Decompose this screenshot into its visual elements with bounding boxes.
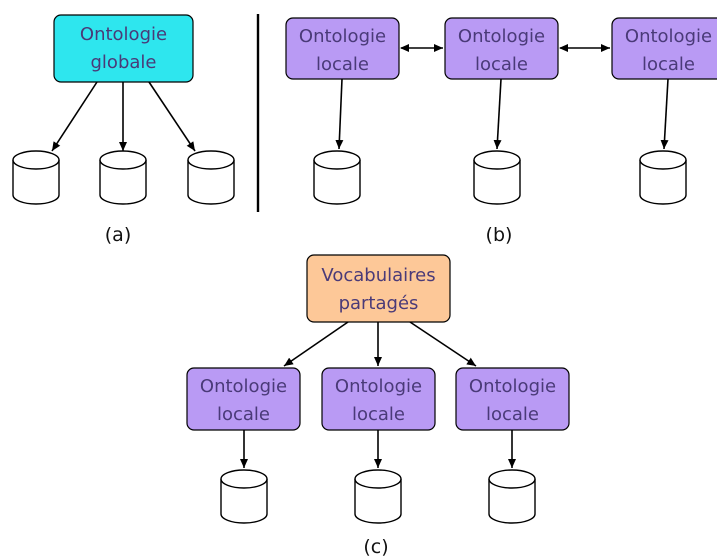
database-icon	[488, 469, 536, 524]
arrow-shared-to-local-1	[283, 321, 349, 367]
database-icon	[473, 150, 521, 205]
database-icon	[12, 150, 60, 205]
global-ontology-line2: globale	[91, 52, 157, 73]
local-ontology-line1: Ontologie	[200, 376, 287, 397]
database-icon	[354, 469, 402, 524]
local-ontology-box	[611, 17, 717, 80]
arrow-global-to-db-3	[148, 81, 196, 152]
local-ontology-line2: locale	[217, 404, 270, 425]
caption-b: (b)	[486, 224, 513, 246]
database-icon	[99, 150, 147, 205]
caption-a: (a)	[105, 224, 131, 246]
panel-c: Vocabulaires partagés Ontologie locale O…	[186, 254, 570, 558]
local-ontology-line1: Ontologie	[335, 376, 422, 397]
arrow-shared-to-local-3	[409, 321, 477, 367]
local-ontology-line2: locale	[642, 54, 695, 75]
shared-vocabularies-line1: Vocabulaires	[321, 265, 435, 286]
local-ontology-line1: Ontologie	[458, 26, 545, 47]
arrow-global-to-db-1	[51, 81, 98, 152]
arrow-local-to-db-2	[493, 78, 502, 150]
caption-c: (c)	[363, 536, 388, 558]
local-ontology-box	[285, 17, 400, 80]
database-icon	[187, 150, 235, 205]
local-ontology-line1: Ontologie	[299, 26, 386, 47]
database-icon	[639, 150, 687, 205]
arrow-local-to-db-1	[335, 78, 344, 150]
local-ontology-line2: locale	[475, 54, 528, 75]
global-ontology-line1: Ontologie	[80, 24, 167, 45]
local-ontology-box	[444, 17, 559, 80]
local-ontology-line1: Ontologie	[469, 376, 556, 397]
local-ontology-line1: Ontologie	[625, 26, 712, 47]
database-icon	[313, 150, 361, 205]
panel-a: Ontologie globale (a)	[12, 14, 235, 246]
arrow-local-to-db-3	[660, 78, 669, 150]
shared-vocabularies-line2: partagés	[339, 293, 419, 314]
database-icon	[220, 469, 268, 524]
local-ontology-line2: locale	[486, 404, 539, 425]
local-ontology-line2: locale	[352, 404, 405, 425]
local-ontology-line2: locale	[316, 54, 369, 75]
panel-b: Ontologie locale Ontologie locale Ontolo…	[285, 17, 717, 246]
